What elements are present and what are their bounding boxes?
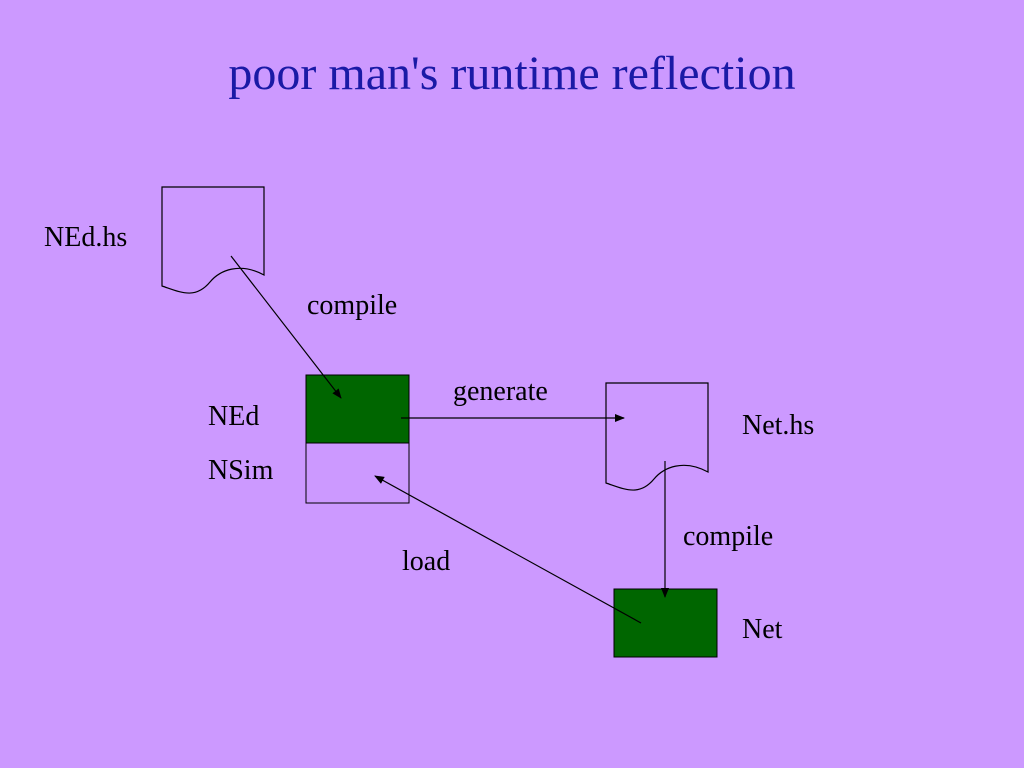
net-hs-label: Net.hs [742, 410, 815, 441]
load-arrow [374, 475, 642, 624]
ned-hs-label: NEd.hs [44, 222, 128, 253]
nsim-module-box [305, 442, 410, 504]
compile-net-label: compile [683, 521, 774, 552]
net-label: Net [742, 614, 783, 645]
ned-label: NEd [208, 401, 260, 432]
compile-ned-label: compile [307, 290, 398, 321]
generate-label: generate [453, 376, 548, 407]
nsim-label: NSim [208, 455, 274, 486]
net-module-box [613, 588, 718, 658]
slide-title: poor man's runtime reflection [228, 47, 796, 100]
ned-hs-document-shape [161, 186, 265, 294]
net-hs-document-shape [605, 382, 709, 491]
load-label: load [402, 546, 451, 577]
ned-module-box [305, 374, 410, 444]
compile-ned-arrow [230, 255, 342, 399]
